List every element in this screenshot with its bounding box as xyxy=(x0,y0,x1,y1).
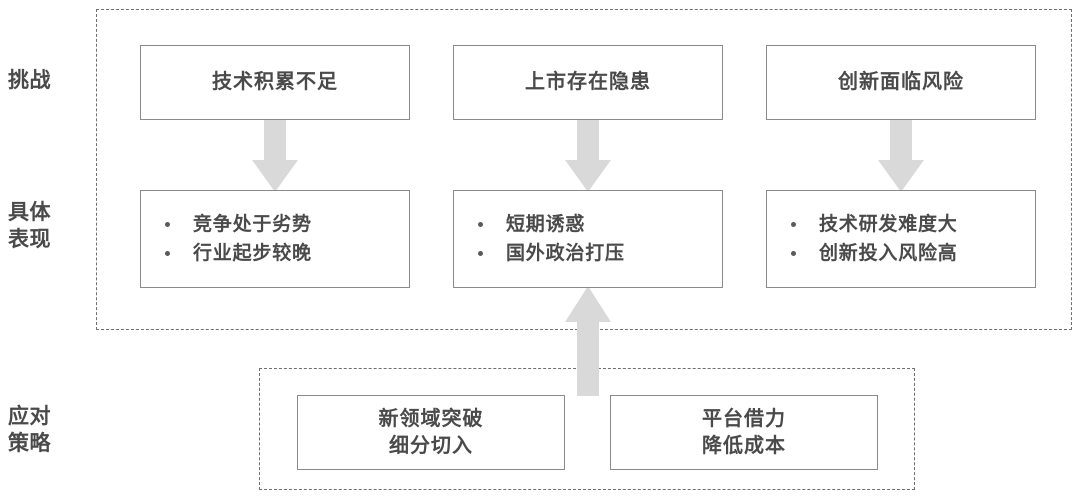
arrow-strategy-to-manifestation-2 xyxy=(565,286,611,396)
strategy-box-1-title: 新领域突破 细分切入 xyxy=(378,407,484,457)
bullet-icon xyxy=(791,221,796,227)
list-item-label: 创新投入风险高 xyxy=(819,243,958,264)
list-item: 竞争处于劣势 xyxy=(165,210,312,239)
challenge-box-3-title: 创新面临风险 xyxy=(838,71,964,93)
row-label-manifestation: 具体 表现 xyxy=(8,201,51,251)
challenge-box-2[interactable]: 上市存在隐患 xyxy=(453,45,723,120)
list-item-label: 国外政治打压 xyxy=(506,243,625,264)
strategy-box-2-title: 平台借力 降低成本 xyxy=(702,407,786,457)
bullet-icon xyxy=(165,251,170,257)
list-item-label: 技术研发难度大 xyxy=(819,213,958,235)
strategy-box-1[interactable]: 新领域突破 细分切入 xyxy=(297,395,565,470)
list-item: 技术研发难度大 xyxy=(791,210,958,239)
arrow-challenge-3-to-manifestation-3 xyxy=(878,118,924,192)
list-item-label: 竞争处于劣势 xyxy=(193,213,312,235)
manifestation-box-1[interactable]: 竞争处于劣势 行业起步较晚 xyxy=(140,190,410,288)
manifestation-box-1-list: 竞争处于劣势 行业起步较晚 xyxy=(165,210,312,269)
challenge-box-1[interactable]: 技术积累不足 xyxy=(140,45,410,120)
list-item: 创新投入风险高 xyxy=(791,239,958,268)
list-item: 国外政治打压 xyxy=(478,239,625,268)
list-item-label: 短期诱惑 xyxy=(506,213,586,235)
challenge-box-2-title: 上市存在隐患 xyxy=(525,71,651,93)
manifestation-box-3-list: 技术研发难度大 创新投入风险高 xyxy=(791,210,958,269)
row-label-strategy: 应对 策略 xyxy=(8,405,51,455)
challenge-box-1-title: 技术积累不足 xyxy=(212,71,338,93)
bullet-icon xyxy=(165,221,170,227)
list-item: 行业起步较晚 xyxy=(165,239,312,268)
bullet-icon xyxy=(791,251,796,257)
manifestation-box-2[interactable]: 短期诱惑 国外政治打压 xyxy=(453,190,723,288)
bullet-icon xyxy=(478,221,483,227)
manifestation-box-2-list: 短期诱惑 国外政治打压 xyxy=(478,210,625,269)
list-item-label: 行业起步较晚 xyxy=(193,243,312,264)
list-item: 短期诱惑 xyxy=(478,210,625,239)
manifestation-box-3[interactable]: 技术研发难度大 创新投入风险高 xyxy=(766,190,1036,288)
bullet-icon xyxy=(478,251,483,257)
arrow-challenge-1-to-manifestation-1 xyxy=(252,118,298,192)
row-label-challenge: 挑战 xyxy=(8,69,51,92)
strategy-box-2[interactable]: 平台借力 降低成本 xyxy=(610,395,878,470)
arrow-challenge-2-to-manifestation-2 xyxy=(565,118,611,192)
challenge-box-3[interactable]: 创新面临风险 xyxy=(766,45,1036,120)
